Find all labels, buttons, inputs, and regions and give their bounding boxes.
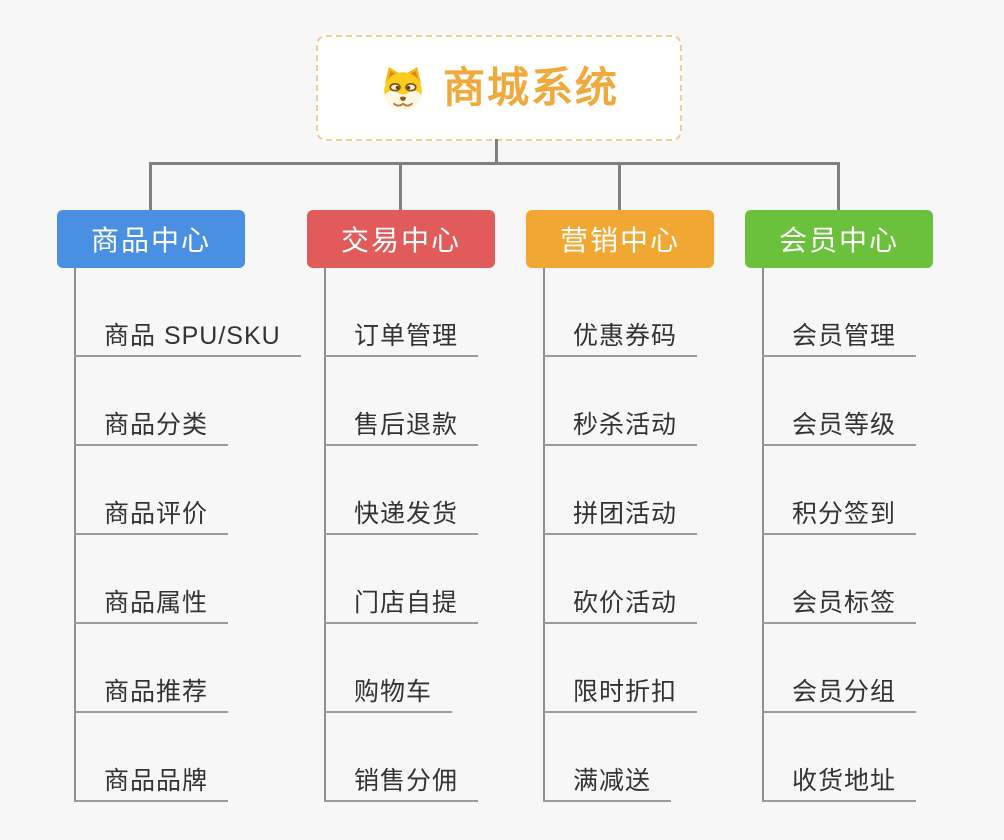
- leaf-node[interactable]: 商品品牌: [74, 766, 229, 802]
- connector-drop-1: [149, 164, 152, 210]
- branch-node-members[interactable]: 会员中心: [745, 210, 933, 268]
- leaf-node[interactable]: 售后退款: [324, 410, 479, 446]
- branch-line-products: [74, 268, 76, 802]
- branch-node-products[interactable]: 商品中心: [57, 210, 245, 268]
- connector-trunk: [149, 162, 840, 165]
- leaf-node[interactable]: 满减送: [543, 766, 672, 802]
- leaf-node[interactable]: 会员等级: [762, 410, 917, 446]
- branch-line-marketing: [543, 268, 545, 802]
- leaf-node[interactable]: 商品属性: [74, 588, 229, 624]
- leaf-node[interactable]: 会员标签: [762, 588, 917, 624]
- leaf-node[interactable]: 优惠券码: [543, 321, 698, 357]
- leaf-node[interactable]: 秒杀活动: [543, 410, 698, 446]
- connector-drop-4: [837, 164, 840, 210]
- branch-line-trade: [324, 268, 326, 802]
- leaf-node[interactable]: 会员分组: [762, 677, 917, 713]
- root-node[interactable]: 商城系统: [316, 35, 682, 141]
- leaf-node[interactable]: 砍价活动: [543, 588, 698, 624]
- leaf-node[interactable]: 限时折扣: [543, 677, 698, 713]
- leaf-node[interactable]: 会员管理: [762, 321, 917, 357]
- leaf-node[interactable]: 拼团活动: [543, 499, 698, 535]
- branch-node-marketing[interactable]: 营销中心: [526, 210, 714, 268]
- leaf-node[interactable]: 商品 SPU/SKU: [74, 321, 301, 357]
- leaf-node[interactable]: 快递发货: [324, 499, 479, 535]
- branch-node-trade[interactable]: 交易中心: [307, 210, 495, 268]
- leaf-node[interactable]: 订单管理: [324, 321, 479, 357]
- leaf-node[interactable]: 商品推荐: [74, 677, 229, 713]
- leaf-node[interactable]: 收货地址: [762, 766, 917, 802]
- connector-drop-2: [399, 164, 402, 210]
- root-title: 商城系统: [442, 64, 619, 111]
- leaf-node[interactable]: 购物车: [324, 677, 453, 713]
- leaf-node[interactable]: 积分签到: [762, 499, 917, 535]
- leaf-node[interactable]: 销售分佣: [324, 766, 479, 802]
- connector-root-drop: [495, 139, 498, 164]
- leaf-node[interactable]: 商品分类: [74, 410, 229, 446]
- dog-face-icon: [379, 64, 427, 112]
- branch-line-members: [762, 268, 764, 802]
- leaf-node[interactable]: 商品评价: [74, 499, 229, 535]
- leaf-node[interactable]: 门店自提: [324, 588, 479, 624]
- connector-drop-3: [618, 164, 621, 210]
